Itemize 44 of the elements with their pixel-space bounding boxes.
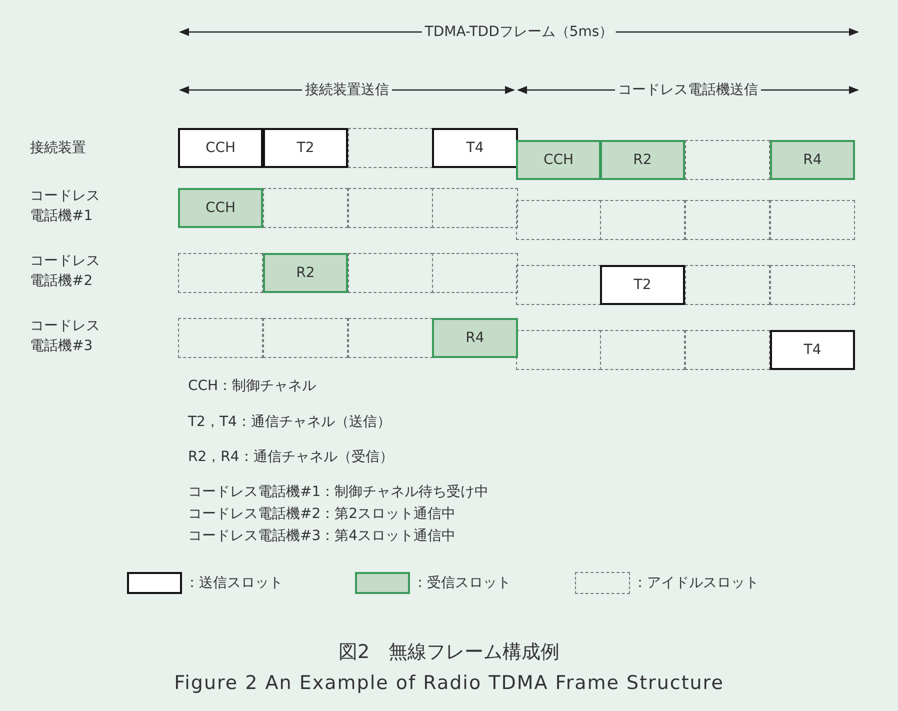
receive-slot: R2 bbox=[600, 140, 685, 180]
row-label: 接続装置 bbox=[30, 139, 86, 157]
receive-slot: CCH bbox=[516, 140, 601, 180]
receive-slot: R4 bbox=[432, 318, 518, 358]
row-label: コードレス電話機#2 bbox=[30, 252, 101, 291]
note-text: T2，T4：通信チャネル（送信） bbox=[188, 413, 391, 431]
receive-slot: R2 bbox=[263, 253, 348, 293]
note-text: コードレス電話機#1：制御チャネル待ち受け中 bbox=[188, 483, 489, 501]
transmit-slot: T2 bbox=[263, 128, 348, 168]
idle-slot bbox=[348, 188, 433, 228]
idle-slot bbox=[685, 265, 770, 305]
caption-text: 図2 無線フレーム構成例 bbox=[338, 640, 560, 665]
idle-slot bbox=[263, 188, 348, 228]
transmit-slot: T4 bbox=[432, 128, 518, 168]
row-label: コードレス電話機#3 bbox=[30, 317, 101, 356]
idle-slot bbox=[600, 330, 685, 370]
idle-slot bbox=[432, 253, 518, 293]
legend-label: ：アイドルスロット bbox=[633, 574, 759, 592]
idle-slot bbox=[432, 188, 518, 228]
idle-slot bbox=[516, 200, 601, 240]
idle-slot bbox=[770, 265, 855, 305]
transmit-slot: T2 bbox=[600, 265, 685, 305]
idle-slot bbox=[770, 200, 855, 240]
row-label: コードレス電話機#1 bbox=[30, 187, 101, 226]
note-text: コードレス電話機#2：第2スロット通信中 bbox=[188, 505, 456, 523]
receive-slot: CCH bbox=[178, 188, 263, 228]
receive-slot: R4 bbox=[770, 140, 855, 180]
transmit-slot: CCH bbox=[178, 128, 263, 168]
transmit-slot: T4 bbox=[770, 330, 855, 370]
idle-slot bbox=[348, 253, 433, 293]
note-text: R2，R4：通信チャネル（受信） bbox=[188, 448, 394, 466]
legend-label: ：受信スロット bbox=[413, 574, 511, 592]
idle-slot bbox=[178, 318, 263, 358]
idle-slot bbox=[516, 330, 601, 370]
dimension-label: 接続装置送信 bbox=[302, 81, 392, 99]
idle-slot bbox=[600, 200, 685, 240]
note-text: CCH：制御チャネル bbox=[188, 377, 316, 395]
idle-slot bbox=[263, 318, 348, 358]
idle-slot bbox=[685, 200, 770, 240]
dimension-label: コードレス電話機送信 bbox=[615, 81, 761, 99]
legend-label: ：送信スロット bbox=[185, 574, 283, 592]
dimension-label: TDMA-TDDフレーム（5ms） bbox=[422, 23, 616, 41]
note-text: コードレス電話機#3：第4スロット通信中 bbox=[188, 527, 456, 545]
caption-text: Figure 2 An Example of Radio TDMA Frame Structure bbox=[173, 672, 725, 694]
